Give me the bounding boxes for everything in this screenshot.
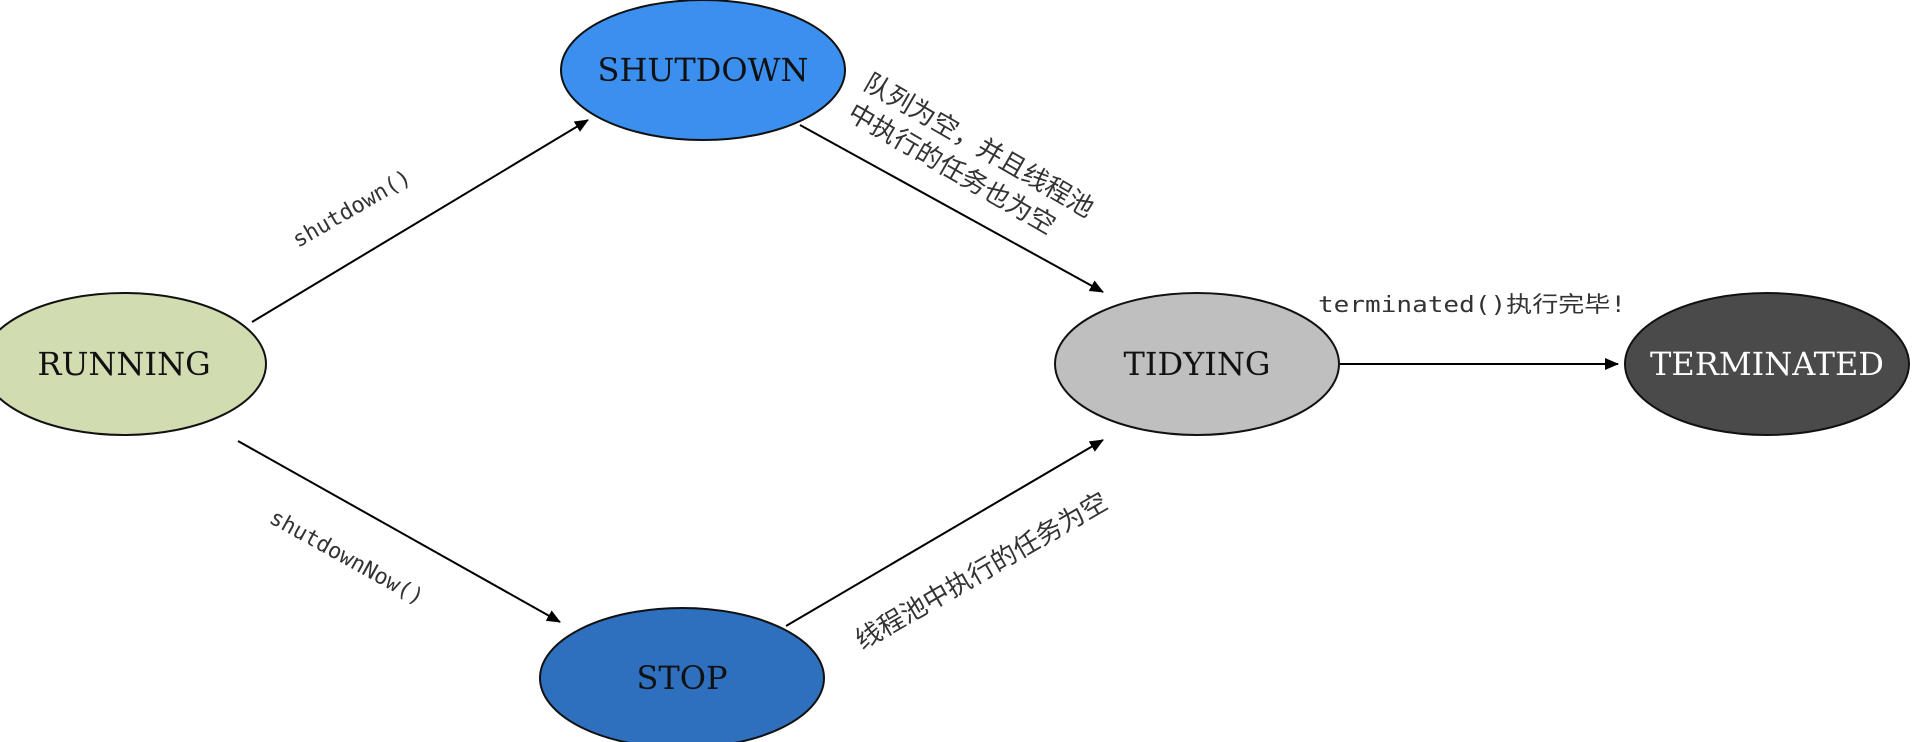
node-stop-shape <box>539 607 825 742</box>
node-tidying-shape <box>1054 292 1340 436</box>
node-terminated: TERMINATED <box>1624 292 1910 436</box>
edge-running-to-stop-label: shutdownNow() <box>265 505 428 610</box>
edge-stop-to-tidying-label: 线程池中执行的任务为空 <box>851 487 1114 656</box>
node-shutdown-label: SHUTDOWN <box>598 51 809 89</box>
edge-tidying-to-terminated: terminated()执行完毕! <box>1318 293 1626 370</box>
edge-stop-to-tidying: 线程池中执行的任务为空 <box>785 439 1114 656</box>
edge-running-to-shutdown: shutdown() <box>251 119 589 323</box>
node-shutdown-shape <box>560 0 846 141</box>
node-stop-label: STOP <box>636 659 727 697</box>
edge-tidying-to-terminated-label: terminated()执行完毕! <box>1318 293 1626 318</box>
edge-shutdown-to-tidying: 队列为空，并且线程池 中执行的任务也为空 <box>799 68 1104 293</box>
node-tidying: TIDYING <box>1054 292 1340 436</box>
edge-shutdown-to-tidying-arrow <box>799 124 1104 293</box>
edge-running-to-stop-arrow <box>237 440 561 623</box>
node-running-label: RUNNING <box>37 345 210 383</box>
edge-running-to-shutdown-arrow <box>251 119 589 323</box>
edge-running-to-stop: shutdownNow() <box>237 440 561 623</box>
node-terminated-label: TERMINATED <box>1650 345 1884 383</box>
edge-stop-to-tidying-arrow <box>785 439 1104 627</box>
node-running-shape <box>0 292 267 436</box>
node-stop: STOP <box>539 607 825 742</box>
edge-running-to-shutdown-label: shutdown() <box>289 165 416 253</box>
node-terminated-shape <box>1624 292 1910 436</box>
node-tidying-label: TIDYING <box>1124 345 1271 383</box>
node-running: RUNNING <box>0 292 267 436</box>
node-shutdown: SHUTDOWN <box>560 0 846 141</box>
